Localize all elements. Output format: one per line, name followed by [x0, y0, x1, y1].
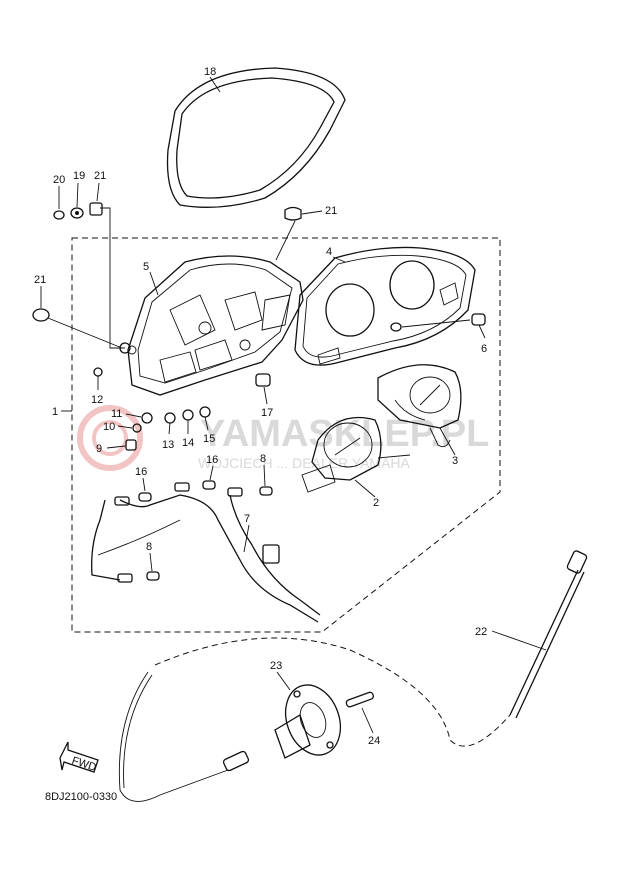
callout-21-left: 21: [34, 274, 46, 286]
callout-21-top: 21: [94, 170, 106, 182]
part-meter-panel: [294, 246, 476, 366]
callout-18: 18: [204, 66, 216, 78]
callout-21-right: 21: [325, 205, 337, 217]
callout-16-left: 16: [135, 466, 147, 478]
callouts: 18 20 19 21 21 21 5 4 6 12 1 11 10 9 13 …: [34, 66, 487, 747]
watermark-subtitle: WOJCIECH ... DEALER YAMAHA: [198, 455, 411, 471]
assembly-boundary: [71, 237, 501, 633]
callout-23: 23: [270, 660, 282, 672]
part-lens-ring: [166, 67, 346, 208]
callout-8-bottom: 8: [146, 541, 152, 553]
part-cable-22: [118, 550, 588, 802]
callout-4: 4: [326, 246, 332, 258]
callout-16-right: 16: [206, 454, 218, 466]
part-pin-24: [345, 691, 374, 708]
callout-9: 9: [96, 443, 102, 455]
callout-12: 12: [91, 394, 103, 406]
part-speedometer-2: [301, 416, 411, 493]
callout-24: 24: [368, 735, 380, 747]
callout-19: 19: [73, 170, 85, 182]
fwd-arrow-icon: FWD: [59, 741, 99, 774]
callout-22: 22: [475, 626, 487, 638]
callout-10: 10: [103, 421, 115, 433]
callout-7: 7: [244, 513, 250, 525]
callout-14: 14: [182, 437, 194, 449]
callout-17: 17: [261, 407, 273, 419]
part-screw-6: [390, 313, 486, 332]
leader-lines: [40, 76, 547, 734]
callout-8-top: 8: [260, 453, 266, 465]
fwd-label: FWD: [70, 755, 98, 774]
callout-20: 20: [53, 174, 65, 186]
callout-6: 6: [481, 343, 487, 355]
diagram-code: 8DJ2100-0330: [45, 791, 117, 803]
part-bulbs: [138, 480, 273, 581]
part-washers: [32, 202, 302, 322]
callout-2: 2: [373, 497, 379, 509]
part-meter-case: [127, 255, 304, 396]
callout-3: 3: [452, 455, 458, 467]
callout-5: 5: [143, 261, 149, 273]
callout-15: 15: [203, 433, 215, 445]
part-gear-unit-23: [274, 684, 342, 759]
callout-13: 13: [162, 439, 174, 451]
callout-11: 11: [111, 408, 122, 420]
part-wire-harness: [91, 482, 321, 623]
part-gauge-3: [377, 364, 462, 448]
callout-1: 1: [52, 406, 58, 418]
